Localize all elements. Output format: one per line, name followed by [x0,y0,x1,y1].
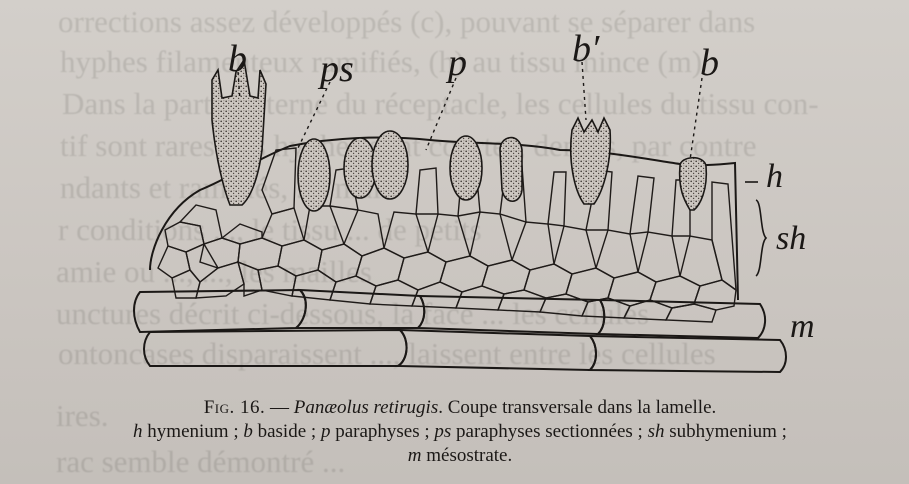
annotation-marks [745,182,766,276]
label-ps: ps [320,50,354,88]
legend-text: mésostrate. [421,445,512,466]
legend-text: subhymenium ; [664,421,786,442]
legend-abbr: h [133,421,143,442]
paraphysis [372,131,408,199]
paraphysis [450,136,482,200]
legend-abbr: m [408,445,422,466]
label-b-prime: b′ [572,30,599,68]
label-h: h [766,160,783,194]
label-p: p [448,44,467,82]
figure-number: Fig. 16. [204,397,266,418]
legend-abbr: b [243,421,253,442]
caption-dash: — [265,397,294,418]
species-name: Panæolus retirugis [294,397,438,418]
caption-legend-last: m mésostrate. [60,444,860,468]
label-sh: sh [776,222,806,256]
basidium-prime [571,118,611,204]
label-b-right: b [700,44,719,82]
legend-abbr: p [321,421,331,442]
basidium-right [680,158,707,210]
label-m: m [790,310,815,344]
caption-title: Fig. 16. — Panæolus retirugis. Coupe tra… [60,396,860,420]
label-b-left: b [228,40,247,78]
paraphysis [500,138,522,202]
paraphysis [344,138,376,198]
legend-text: hymenium ; [143,421,244,442]
caption-legend: h hymenium ; b baside ; p paraphyses ; p… [60,420,860,444]
paraphysis [298,139,330,211]
caption-title-rest: . Coupe transversale dans la lamelle. [438,397,716,418]
legend-abbr: sh [648,421,665,442]
legend-text: paraphyses sectionnées ; [451,421,647,442]
legend-abbr: ps [434,421,451,442]
legend-text: paraphyses ; [330,421,434,442]
mesostrate-cells [134,290,786,372]
figure-caption: Fig. 16. — Panæolus retirugis. Coupe tra… [60,396,860,468]
legend-text: baside ; [253,421,321,442]
